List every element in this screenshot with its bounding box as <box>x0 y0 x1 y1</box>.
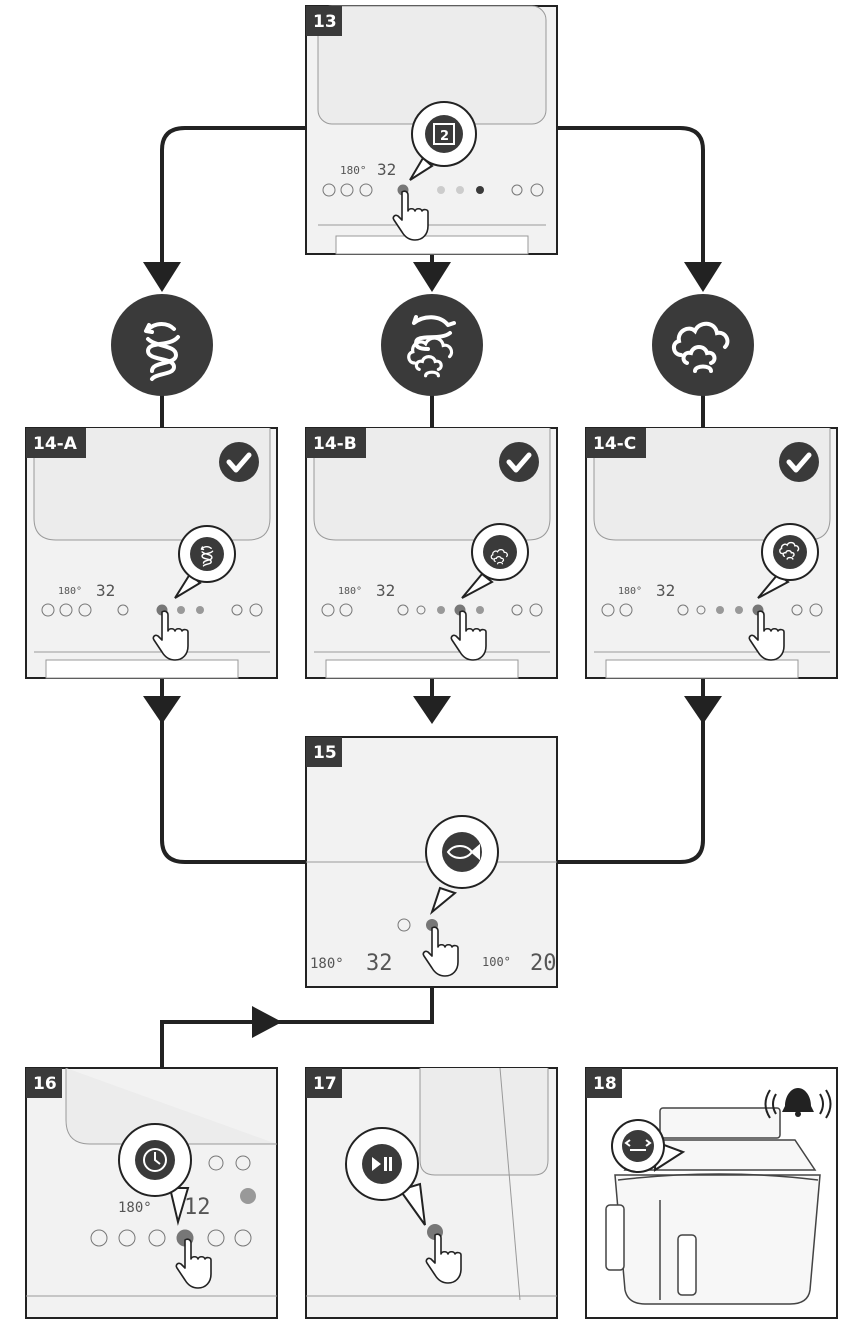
step-label: 13 <box>313 12 337 32</box>
step-label: 17 <box>313 1074 337 1094</box>
mode-steam-icon <box>652 294 754 396</box>
bell-icon <box>764 1088 832 1119</box>
time-readout-2: 20 <box>530 951 557 976</box>
time-readout: 32 <box>376 581 395 600</box>
temp-readout: 180° <box>338 586 362 597</box>
fish-icon <box>446 843 480 861</box>
cooking-done-icon <box>624 1139 652 1151</box>
time-readout: 32 <box>96 581 115 600</box>
preset-2-icon: 2 <box>440 129 449 144</box>
callout-bubble <box>757 523 819 599</box>
check-icon <box>779 442 819 482</box>
callout-bubble <box>118 1123 192 1226</box>
button-row <box>90 1155 256 1247</box>
time-readout: 12 <box>184 1195 211 1220</box>
step-label: 14-A <box>33 434 78 454</box>
callout-bubble <box>425 815 499 915</box>
air-fryer-illustration <box>605 1107 821 1305</box>
step-17-panel: 17 <box>305 1067 558 1319</box>
play-pause-icon <box>372 1157 392 1171</box>
callout-bubble <box>611 1119 686 1173</box>
time-readout: 32 <box>377 160 396 179</box>
temp-readout: 180° <box>618 586 642 597</box>
button-row <box>322 183 544 197</box>
callout-bubble <box>345 1127 426 1226</box>
callout-bubble: 2 <box>409 101 477 181</box>
step-13-panel: 13 180° 32 2 <box>305 5 558 255</box>
step-label: 14-B <box>313 434 357 454</box>
callout-bubble <box>174 525 236 599</box>
callout-bubble <box>461 523 529 599</box>
check-icon <box>499 442 539 482</box>
step-label: 16 <box>33 1074 57 1094</box>
step-14a-panel: 14-A 180° 32 <box>25 427 278 679</box>
temp-readout: 180° <box>58 586 82 597</box>
temp-readout-2: 100° <box>482 955 511 969</box>
step-14b-panel: 14-B 180° 32 <box>305 427 558 679</box>
time-readout: 32 <box>656 581 675 600</box>
mode-combi-steam-icon <box>381 294 483 396</box>
time-readout: 32 <box>366 951 393 976</box>
timer-icon <box>143 1148 167 1172</box>
step-label: 15 <box>313 743 337 763</box>
step-label: 18 <box>593 1074 617 1094</box>
flow-connectors <box>160 126 705 1068</box>
temp-readout: 180° <box>310 956 344 972</box>
temp-readout: 180° <box>340 164 367 177</box>
flow-arrowheads <box>143 262 722 1038</box>
step-16-panel: 16 180° 12 <box>25 1067 278 1319</box>
temp-readout: 180° <box>118 1200 152 1216</box>
step-18-panel: 18 <box>585 1067 838 1319</box>
step-15-panel: 15 180° 32 100° 20 <box>305 736 558 988</box>
check-icon <box>219 442 259 482</box>
mode-air-fry-icon <box>111 294 213 396</box>
step-14c-panel: 14-C 180° 32 <box>585 427 838 679</box>
step-label: 14-C <box>593 434 636 454</box>
